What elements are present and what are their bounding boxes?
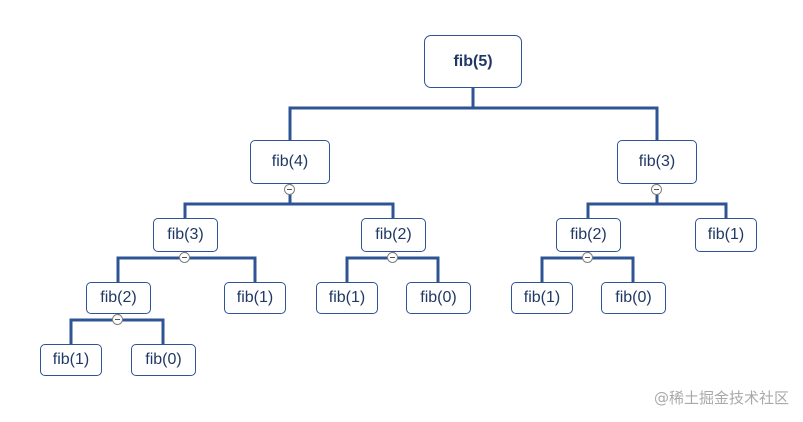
node-fib1-d[interactable]: fib(1) (40, 344, 102, 376)
collapse-icon-fib4[interactable] (284, 184, 295, 195)
collapse-icon-fib3-right[interactable] (651, 184, 662, 195)
node-fib3-right[interactable]: fib(3) (617, 140, 697, 184)
node-fib1-c[interactable]: fib(1) (511, 282, 573, 314)
collapse-icon-fib3-left[interactable] (179, 252, 190, 263)
collapse-icon-fib2-middle[interactable] (387, 252, 398, 263)
node-fib5[interactable]: fib(5) (424, 35, 522, 88)
node-fib1-b[interactable]: fib(1) (316, 282, 378, 314)
node-fib0-a[interactable]: fib(0) (406, 282, 471, 314)
watermark: @稀土掘金技术社区 (653, 389, 789, 407)
node-fib1-a[interactable]: fib(1) (224, 282, 286, 314)
collapse-icon-fib2-right[interactable] (582, 252, 593, 263)
node-fib4[interactable]: fib(4) (250, 140, 330, 184)
node-fib2-right[interactable]: fib(2) (556, 218, 621, 252)
node-fib0-b[interactable]: fib(0) (601, 282, 666, 314)
node-fib2-middle[interactable]: fib(2) (361, 218, 426, 252)
edge-root-children (288, 88, 659, 140)
node-fib0-c[interactable]: fib(0) (131, 344, 196, 376)
node-fib2-left[interactable]: fib(2) (86, 282, 151, 314)
node-fib3-left[interactable]: fib(3) (153, 218, 218, 252)
node-fib1-right[interactable]: fib(1) (695, 218, 757, 252)
collapse-icon-fib2-left[interactable] (112, 314, 123, 325)
